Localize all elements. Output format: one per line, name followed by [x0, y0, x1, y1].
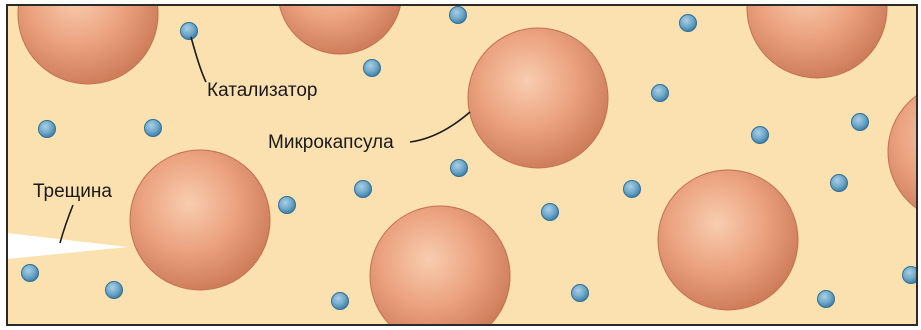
catalyst-particle: [332, 293, 349, 310]
microcapsule: [658, 170, 798, 310]
catalyst-particle: [818, 291, 835, 308]
catalyst-particle: [450, 7, 467, 24]
catalyst-particle: [364, 60, 381, 77]
catalyst-particle: [852, 114, 869, 131]
microcapsule: [130, 150, 270, 290]
microcapsule: [468, 28, 608, 168]
catalyst-particle: [572, 285, 589, 302]
crack-label: Трещина: [33, 181, 112, 202]
catalyst-particle: [22, 265, 39, 282]
catalyst-particle: [624, 181, 641, 198]
catalyst-particle: [752, 127, 769, 144]
catalyst-label: Катализатор: [207, 80, 317, 101]
catalyst-particle: [106, 282, 123, 299]
catalyst-particle: [39, 121, 56, 138]
catalyst-particle: [279, 197, 296, 214]
catalyst-particle: [652, 85, 669, 102]
microcapsule-label: Микрокапсула: [268, 132, 394, 153]
catalyst-particle: [831, 175, 848, 192]
catalyst-particle: [680, 15, 697, 32]
catalyst-particle: [542, 204, 559, 221]
catalyst-particle: [181, 23, 198, 40]
catalyst-particle: [355, 181, 372, 198]
catalyst-particle: [145, 120, 162, 137]
catalyst-particle: [451, 160, 468, 177]
